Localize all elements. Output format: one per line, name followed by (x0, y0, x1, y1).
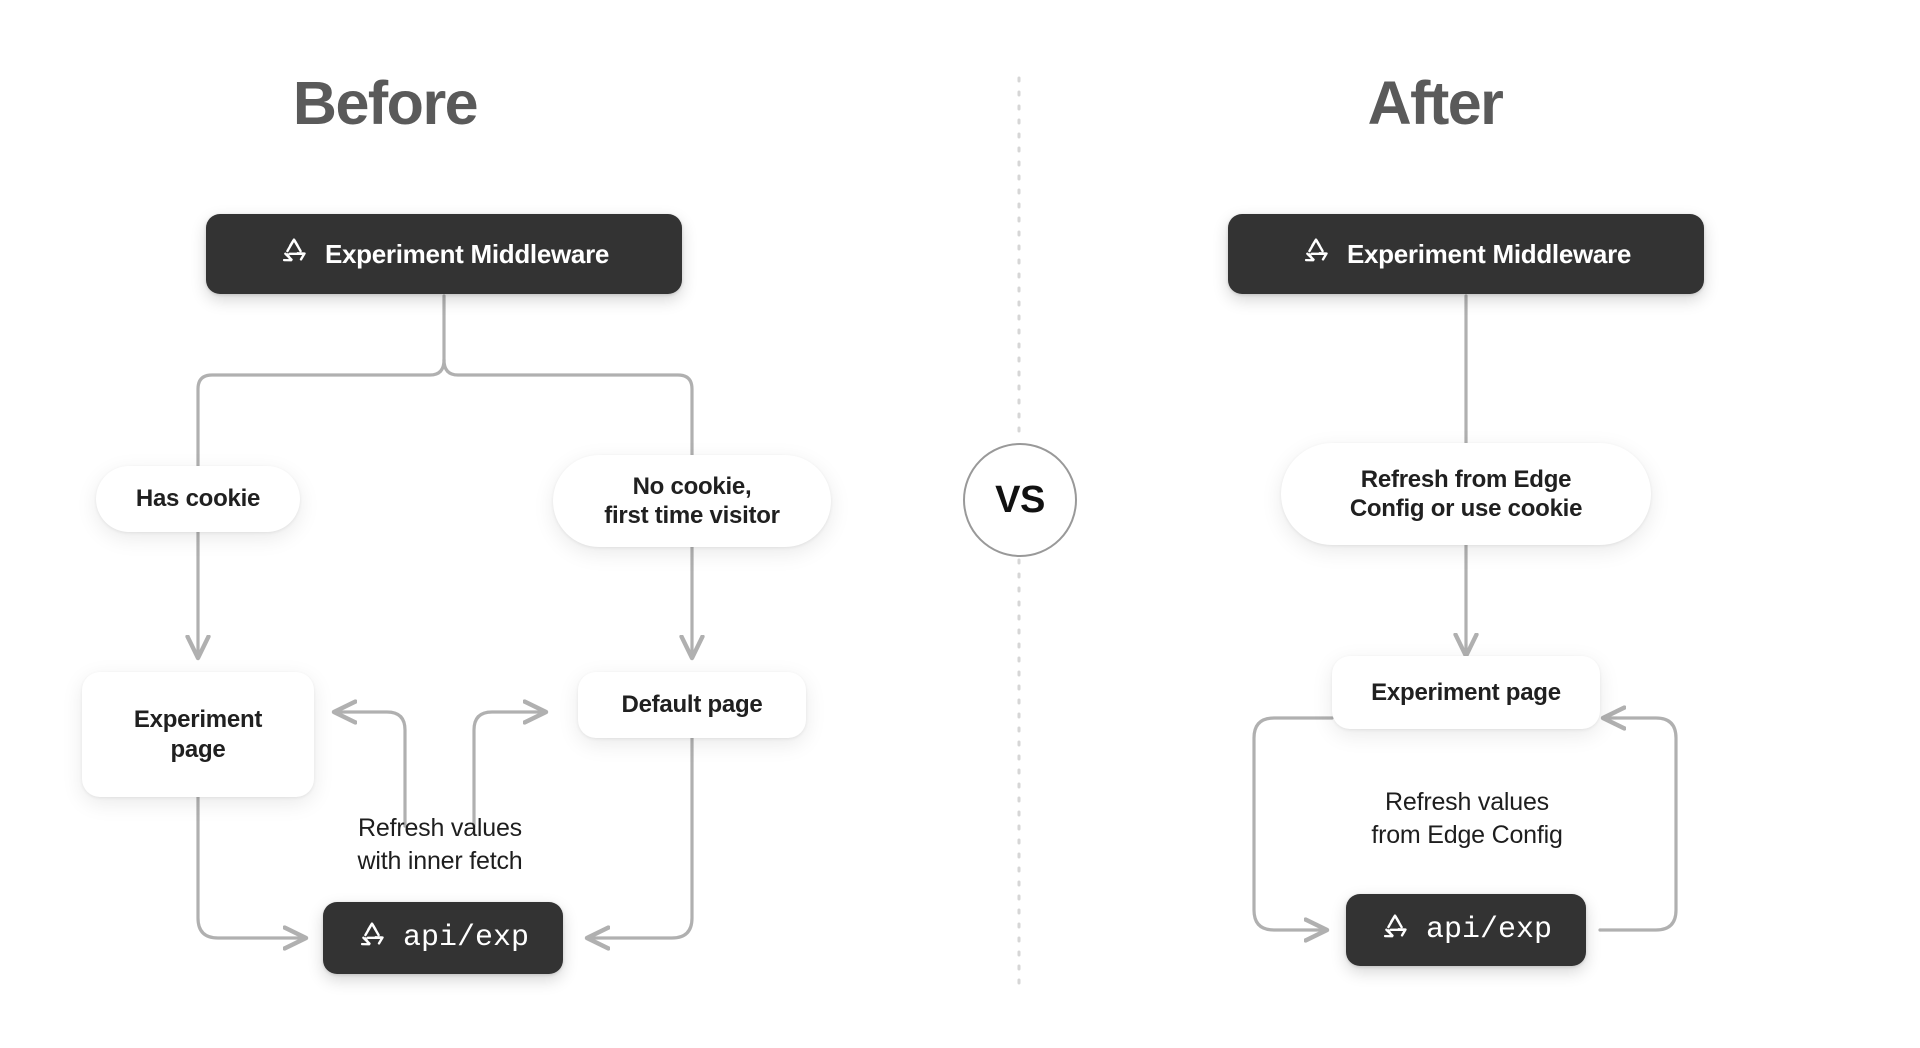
node-api-exp-after[interactable]: api/exp (1346, 894, 1586, 966)
node-api-exp-before[interactable]: api/exp (323, 902, 563, 974)
node-experiment-page-after[interactable]: Experiment page (1332, 656, 1600, 729)
node-experiment-page-before[interactable]: Experiment page (82, 672, 314, 797)
caption-line-2: from Edge Config (1371, 821, 1563, 849)
node-label: Experiment page (1371, 678, 1561, 706)
node-refresh-from-edge-config-or-cookie[interactable]: Refresh from Edge Config or use cookie (1281, 443, 1651, 545)
node-label: Default page (621, 691, 763, 719)
node-label-line-1: Refresh from Edge (1360, 465, 1572, 493)
node-label-line-2: Config or use cookie (1349, 495, 1583, 522)
node-label-line-2: page (170, 735, 226, 763)
node-label: Experiment Middleware (324, 238, 610, 269)
section-title-after: After (1367, 69, 1504, 137)
node-label-line-2: first time visitor (604, 502, 780, 529)
node-no-cookie-first-time-visitor[interactable]: No cookie, first time visitor (553, 455, 831, 547)
node-label: Has cookie (135, 485, 261, 513)
vs-badge: VS (963, 443, 1077, 557)
node-label: api/exp (402, 921, 530, 955)
node-label-line-1: Experiment (133, 706, 263, 734)
section-title-before: Before (292, 69, 479, 137)
node-experiment-middleware-before[interactable]: Experiment Middleware (206, 214, 682, 294)
vercel-triangle-refresh-icon (1301, 236, 1331, 273)
node-label: Experiment Middleware (1346, 238, 1632, 269)
caption-line-2: with inner fetch (357, 847, 523, 875)
vercel-triangle-refresh-icon (279, 236, 309, 273)
caption-refresh-values-inner-fetch: Refresh values with inner fetch (310, 812, 570, 878)
node-default-page[interactable]: Default page (578, 672, 806, 738)
caption-line-1: Refresh values (358, 814, 522, 842)
caption-line-1: Refresh values (1385, 788, 1549, 816)
vercel-triangle-refresh-icon (1380, 912, 1410, 949)
node-label: api/exp (1425, 913, 1553, 947)
caption-refresh-values-edge-config: Refresh values from Edge Config (1330, 786, 1604, 852)
node-label-line-1: No cookie, (632, 472, 752, 500)
vs-label: VS (995, 478, 1045, 521)
node-experiment-middleware-after[interactable]: Experiment Middleware (1228, 214, 1704, 294)
vercel-triangle-refresh-icon (357, 920, 387, 957)
node-has-cookie[interactable]: Has cookie (96, 466, 300, 532)
